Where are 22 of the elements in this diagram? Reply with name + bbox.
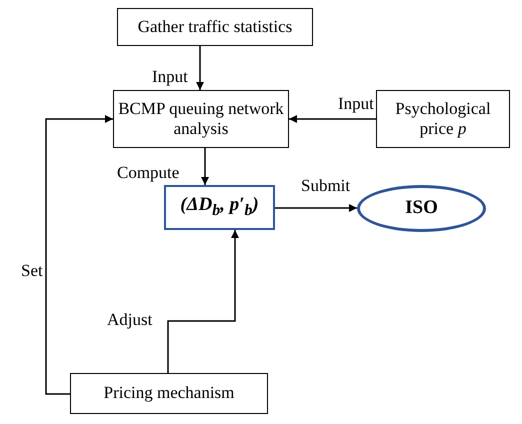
terminal-ellipse (357, 185, 486, 232)
arrow (196, 46, 204, 90)
node-text: Psychological price p (394, 98, 492, 140)
node-text: (ΔD$_{b}$, p′$_{b}$) (180, 194, 259, 221)
node-text: ISO (405, 197, 438, 220)
edge-label: Adjust (107, 311, 152, 330)
node-text: Pricing mechanism (104, 383, 234, 404)
node-text: BCMP queuing network analysis (117, 98, 285, 140)
edge-label: Input (338, 95, 374, 114)
result-box (164, 185, 275, 230)
process-box (70, 373, 268, 414)
node-text: Gather traffic statistics (138, 16, 292, 38)
process-box (117, 8, 313, 46)
arrow (167, 230, 239, 373)
edge-label: Input (152, 68, 188, 87)
process-box (113, 90, 289, 148)
process-box (376, 90, 510, 148)
arrow (275, 204, 357, 212)
arrow (45, 115, 113, 395)
edge-label: Compute (117, 164, 180, 183)
arrow (289, 115, 376, 123)
arrow (201, 148, 209, 185)
